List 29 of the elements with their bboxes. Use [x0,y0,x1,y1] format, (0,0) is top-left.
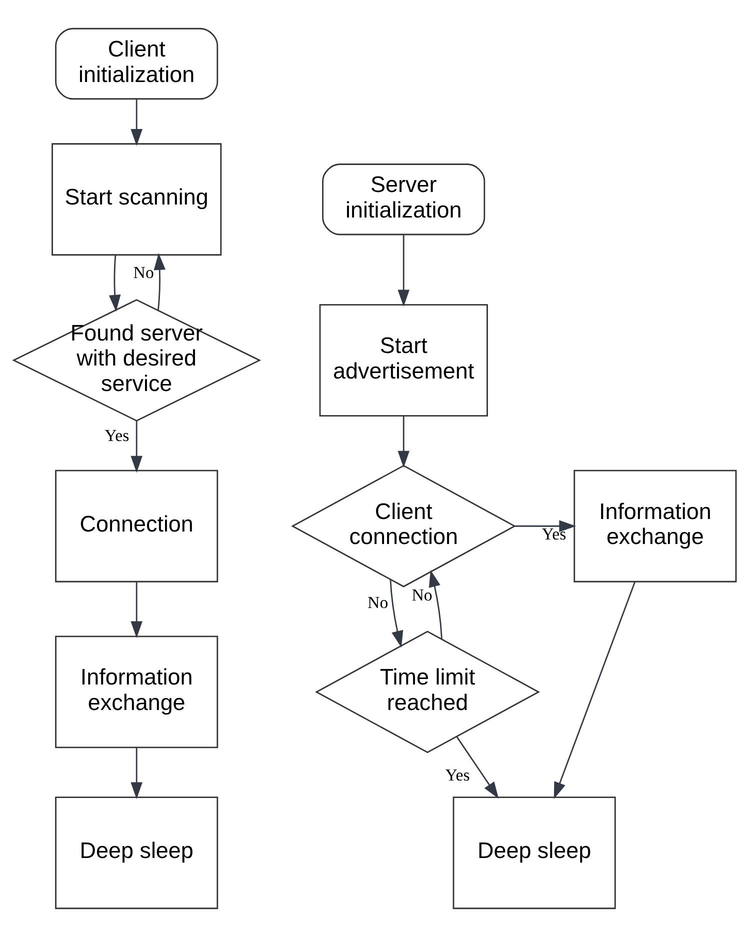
node-box: Deep sleep [452,796,616,910]
edge-label: No [133,263,154,282]
node-box: Information exchange [574,470,737,582]
edge-label: No [368,593,388,612]
node-diamond: Found server with desired service [12,299,262,422]
edge-label: Yes [104,426,130,446]
node-box: Start scanning [52,143,222,256]
edge-label: Yes [445,765,470,784]
arrow [108,255,121,312]
node-box: Client initialization [55,28,218,100]
arrow [456,736,499,799]
edge-label: Yes [542,524,566,544]
node-box: Connection [55,470,218,582]
node-box: Server initialization [322,164,486,236]
arrow [130,748,142,800]
node-box: Start advertisement [319,304,488,416]
arrow [390,580,404,648]
arrow [554,582,636,800]
node-box: Information exchange [55,636,218,748]
arrow [130,582,142,638]
arrow [130,99,142,146]
edge-label: No [412,585,432,604]
arrow [428,570,442,640]
arrow [398,234,410,307]
arrow [154,253,166,310]
arrow [130,421,142,473]
node-box: Deep sleep [55,796,218,910]
arrow [514,520,576,532]
arrow [398,416,410,468]
